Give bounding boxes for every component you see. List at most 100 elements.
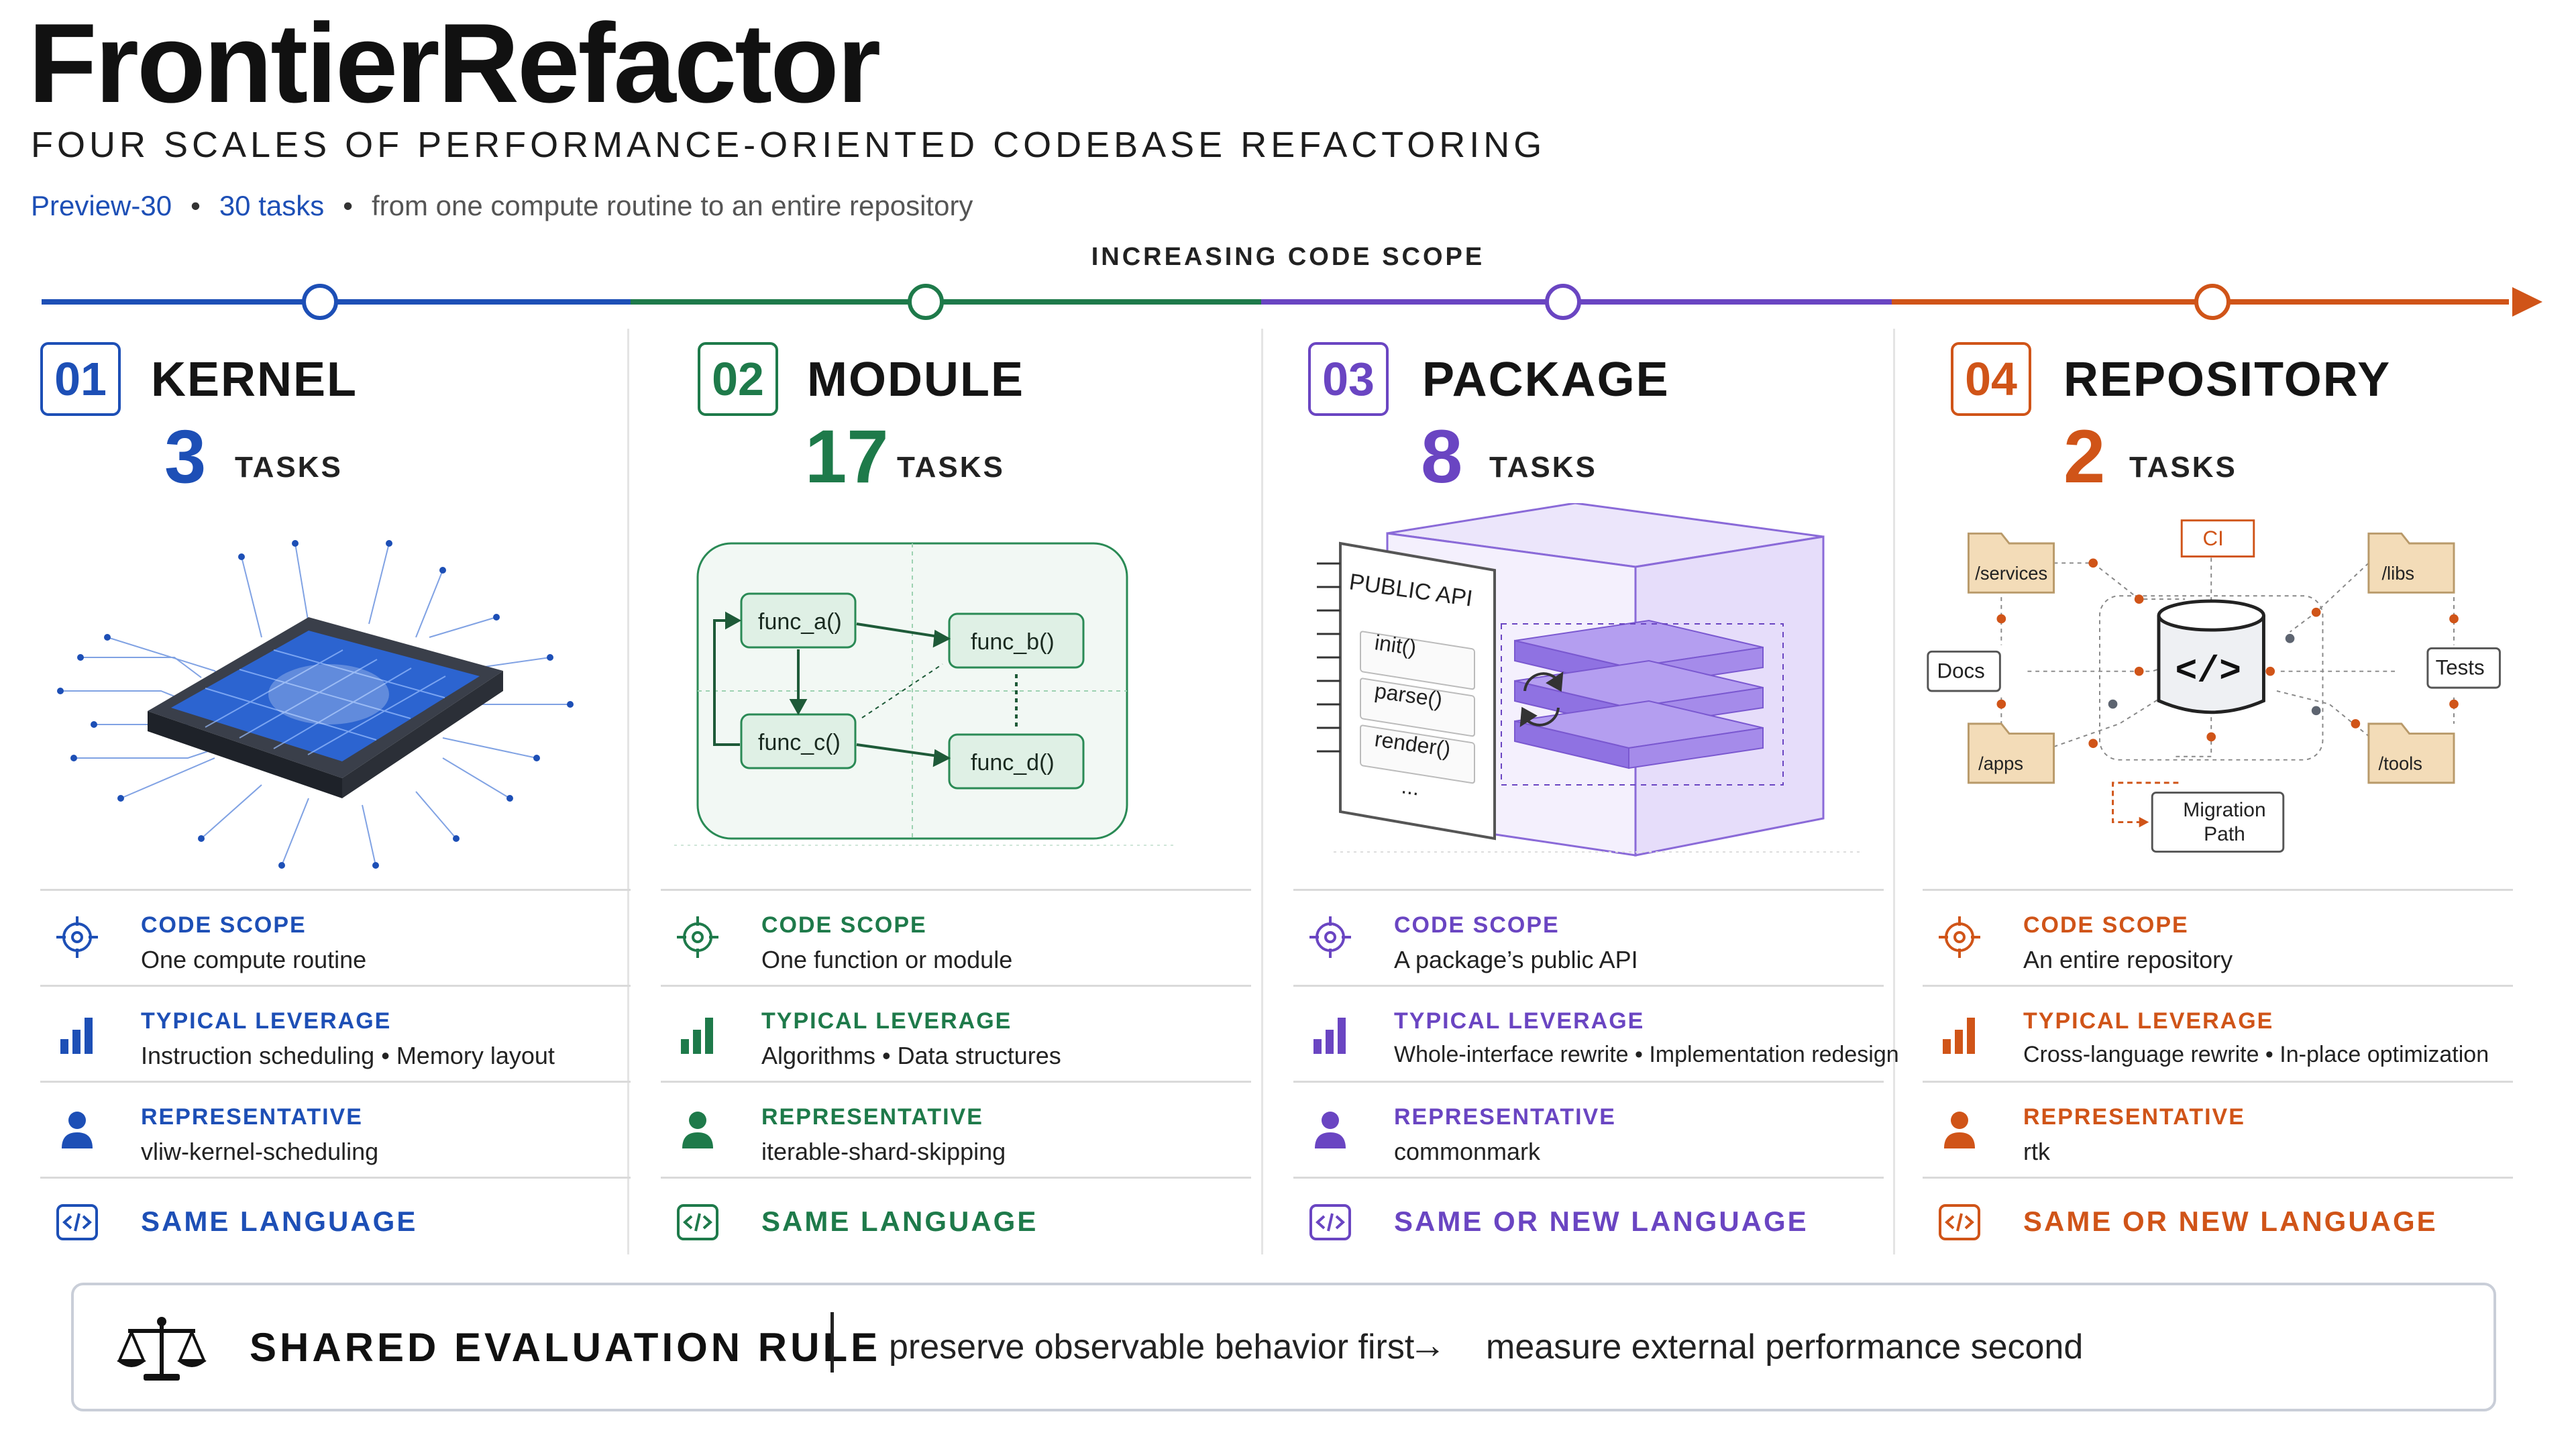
folder-libs-label: /libs xyxy=(2381,563,2414,584)
meta-preview: Preview-30 xyxy=(31,190,172,221)
column-divider xyxy=(1261,329,1263,1254)
leverage-label: TYPICAL LEVERAGE xyxy=(1394,1008,1645,1034)
code-icon xyxy=(56,1204,98,1240)
scale-number: 04 xyxy=(1951,342,2031,416)
row-representative: REPRESENTATIVE commonmark xyxy=(1293,1081,1884,1177)
folder-services: /services xyxy=(1967,532,2055,594)
leverage-label: TYPICAL LEVERAGE xyxy=(141,1008,392,1034)
code-icon xyxy=(1939,1204,1980,1240)
tasks-label: TASKS xyxy=(897,451,1005,484)
row-code-scope: CODE SCOPE One function or module xyxy=(661,889,1251,985)
shared-rule-panel: SHARED EVALUATION RULE preserve observab… xyxy=(71,1283,2496,1411)
meta-separator: • xyxy=(191,190,201,221)
row-language: SAME OR NEW LANGUAGE xyxy=(1293,1177,1884,1259)
leverage-value: Cross-language rewrite • In-place optimi… xyxy=(2023,1042,2489,1067)
bar-chart-icon xyxy=(1313,1018,1346,1054)
tasks-label: TASKS xyxy=(1489,451,1597,484)
language-label: SAME LANGUAGE xyxy=(141,1205,418,1237)
arrow-right-icon: → xyxy=(1409,1324,1446,1366)
tasks-label: TASKS xyxy=(2129,451,2237,484)
info-rows: CODE SCOPE A package’s public API TYPICA… xyxy=(1293,889,1899,1259)
task-count: 8 xyxy=(1421,415,1463,498)
folder-apps: /apps xyxy=(1967,722,2055,784)
func-b-label: func_b() xyxy=(971,629,1055,655)
row-representative: REPRESENTATIVE iterable-shard-skipping xyxy=(661,1081,1251,1177)
rule-divider xyxy=(830,1312,834,1373)
timeline-arrowhead xyxy=(2512,287,2542,317)
kernel-chip-illustration xyxy=(57,540,574,869)
bar-chart-icon xyxy=(1943,1018,1975,1054)
row-code-scope: CODE SCOPE One compute routine xyxy=(40,889,631,985)
row-code-scope: CODE SCOPE An entire repository xyxy=(1923,889,2513,985)
code-scope-value: One function or module xyxy=(761,946,1013,973)
representative-label: REPRESENTATIVE xyxy=(761,1104,983,1130)
row-typical-leverage: TYPICAL LEVERAGE Algorithms • Data struc… xyxy=(661,985,1251,1081)
row-representative: REPRESENTATIVE rtk xyxy=(1923,1081,2513,1177)
info-rows: CODE SCOPE One compute routine TYPICAL L… xyxy=(40,889,631,1259)
docs-label: Docs xyxy=(1937,659,1985,682)
meta-line: Preview-30•30 tasks•from one compute rou… xyxy=(31,190,973,222)
column-kernel: 01 KERNEL 3 TASKS COD xyxy=(40,322,631,1268)
migration-path-label: Migration Path xyxy=(2183,799,2266,845)
folder-apps-label: /apps xyxy=(1978,753,2023,773)
row-representative: REPRESENTATIVE vliw-kernel-scheduling xyxy=(40,1081,631,1177)
module-function-graph: func_a() func_b() func_c() func_d() xyxy=(674,542,1177,846)
column-divider xyxy=(1893,329,1895,1254)
timeline-node-module xyxy=(908,284,944,320)
representative-value: iterable-shard-skipping xyxy=(761,1138,1006,1165)
folder-tools: /tools xyxy=(2367,722,2455,784)
language-label: SAME LANGUAGE xyxy=(761,1205,1038,1237)
api-item: init() xyxy=(1373,630,1418,659)
func-d-label: func_d() xyxy=(971,750,1055,775)
leverage-value: Instruction scheduling • Memory layout xyxy=(141,1042,555,1069)
scale-name: MODULE xyxy=(807,353,1024,407)
column-module: 02 MODULE 17 TASKS func_a() func_b() fun… xyxy=(661,322,1251,1268)
column-divider xyxy=(627,329,629,1254)
leverage-value: Whole-interface rewrite • Implementation… xyxy=(1394,1042,1899,1067)
person-icon xyxy=(1315,1112,1346,1148)
leverage-label: TYPICAL LEVERAGE xyxy=(761,1008,1012,1034)
code-scope-label: CODE SCOPE xyxy=(141,912,307,938)
code-scope-value: A package’s public API xyxy=(1394,946,1638,973)
target-icon xyxy=(56,916,98,958)
person-icon xyxy=(682,1112,713,1148)
func-box xyxy=(948,733,1085,790)
code-scope-label: CODE SCOPE xyxy=(1394,912,1560,938)
row-language: SAME OR NEW LANGUAGE xyxy=(1923,1177,2513,1259)
target-icon xyxy=(1309,916,1351,958)
func-c-label: func_c() xyxy=(758,730,841,755)
scale-number: 02 xyxy=(698,342,778,416)
ci-node: CI xyxy=(2180,519,2255,558)
code-icon xyxy=(1309,1204,1351,1240)
meta-separator: • xyxy=(343,190,353,221)
row-language: SAME LANGUAGE xyxy=(40,1177,631,1259)
row-typical-leverage: TYPICAL LEVERAGE Instruction scheduling … xyxy=(40,985,631,1081)
person-icon xyxy=(62,1112,93,1148)
column-repository: 04 REPOSITORY 2 TASKS /services /libs /a… xyxy=(1923,322,2526,1268)
bar-chart-icon xyxy=(60,1018,93,1054)
code-icon xyxy=(677,1204,718,1240)
column-package: 03 PACKAGE 8 TASKS PUBLIC API xyxy=(1293,322,1899,1268)
leverage-value: Algorithms • Data structures xyxy=(761,1042,1061,1069)
api-item: ... xyxy=(1400,773,1421,800)
code-symbol: </> xyxy=(2175,651,2241,692)
folder-tools-label: /tools xyxy=(2379,753,2422,773)
package-cube-illustration: PUBLIC API init() parse() render() ... xyxy=(1317,503,1864,857)
scale-name: PACKAGE xyxy=(1422,353,1670,407)
page-title: FrontierRefactor xyxy=(28,0,881,126)
code-scope-label: CODE SCOPE xyxy=(2023,912,2189,938)
row-language: SAME LANGUAGE xyxy=(661,1177,1251,1259)
task-count: 17 xyxy=(805,415,889,498)
representative-label: REPRESENTATIVE xyxy=(2023,1104,2245,1130)
code-scope-value: An entire repository xyxy=(2023,946,2233,973)
rule-title: SHARED EVALUATION RULE xyxy=(250,1325,881,1370)
func-box xyxy=(948,612,1085,669)
tests-node: Tests xyxy=(2426,647,2501,689)
person-icon xyxy=(1944,1112,1975,1148)
scale-name: REPOSITORY xyxy=(2063,353,2392,407)
timeline-node-repository xyxy=(2194,284,2231,320)
tasks-label: TASKS xyxy=(235,451,343,484)
code-database: </> xyxy=(2157,599,2265,714)
representative-value: vliw-kernel-scheduling xyxy=(141,1138,379,1165)
row-code-scope: CODE SCOPE A package’s public API xyxy=(1293,889,1884,985)
